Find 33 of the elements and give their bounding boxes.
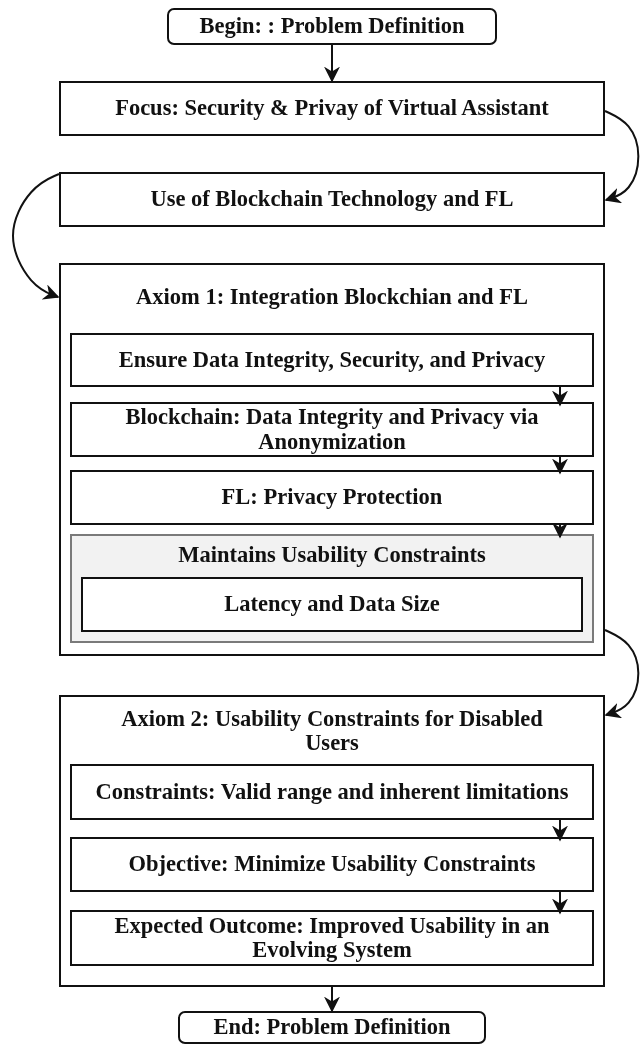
group-heading: Axiom 1: Integration Blockchian and FL	[135, 285, 529, 310]
process-box	[70, 402, 594, 457]
group-box	[59, 263, 605, 656]
box-label: Begin: : Problem Definition	[199, 14, 465, 39]
box-label: Expected Outcome: Improved Usability in an Evolving System	[113, 913, 551, 963]
process-box	[81, 577, 583, 632]
arrow	[324, 986, 340, 1013]
process-box	[70, 764, 594, 820]
box-label: Blockchain: Data Integrity and Privacy via Anonymization	[124, 405, 540, 454]
group-box	[59, 695, 605, 987]
box-label: End: Problem Definition	[213, 1015, 451, 1040]
box-label: Focus: Security & Privay of Virtual Assistant	[115, 96, 549, 121]
process-box	[59, 81, 605, 136]
arrow	[604, 629, 640, 719]
process-box	[70, 470, 594, 525]
box-label: FL: Privacy Protection	[221, 485, 443, 510]
process-box	[70, 333, 594, 387]
arrow	[12, 173, 60, 300]
box-label: Latency and Data Size	[224, 592, 440, 617]
group-heading: Axiom 2: Usability Constraints for Disabled Users	[121, 707, 543, 756]
box-label: Ensure Data Integrity, Security, and Privacy	[118, 347, 546, 373]
arrow	[604, 110, 640, 204]
terminal-box	[167, 8, 497, 45]
process-box	[70, 837, 594, 892]
arrow	[324, 44, 340, 83]
terminal-box	[178, 1011, 486, 1044]
process-box	[70, 910, 594, 966]
box-label: Use of Blockchain Technology and FL	[150, 187, 514, 212]
group-heading: Maintains Usability Constraints	[177, 543, 487, 568]
process-box	[59, 172, 605, 227]
box-label: Constraints: Valid range and inherent limitations	[95, 779, 569, 805]
box-label: Objective: Minimize Usability Constraints	[128, 852, 536, 877]
group-box	[70, 534, 594, 643]
